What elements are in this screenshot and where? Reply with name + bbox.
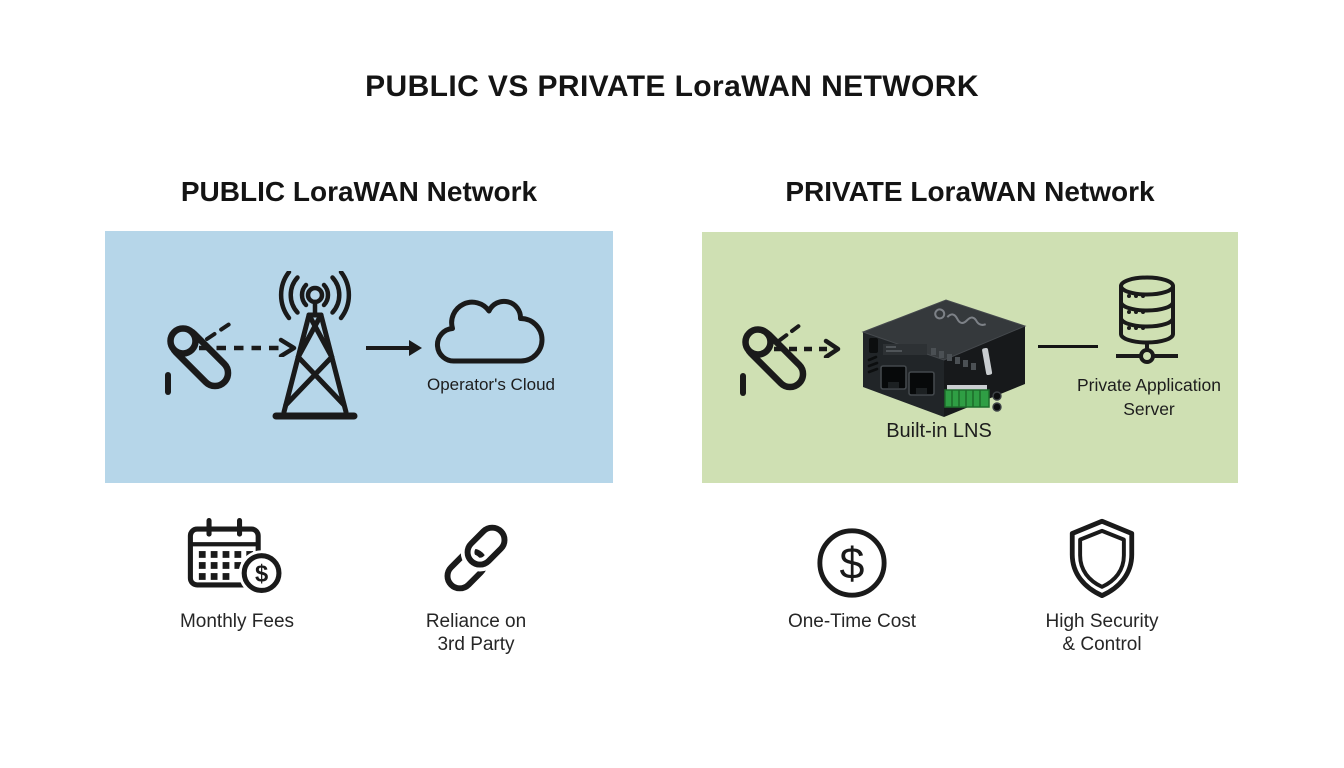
dashed-signal-arrow-icon bbox=[199, 321, 297, 357]
feature-one-time-cost: $ One-Time Cost bbox=[757, 516, 947, 633]
database-server-icon bbox=[1116, 275, 1178, 364]
dashed-signal-arrow-icon bbox=[774, 323, 841, 358]
feature-reliance-3rd-party: Reliance on 3rd Party bbox=[381, 516, 571, 656]
private-network-panel: Built-in LNS Private Appl bbox=[702, 232, 1238, 483]
page-title: PUBLIC VS PRIVATE LoraWAN NETWORK bbox=[365, 70, 979, 103]
dollar-circle-icon: $ bbox=[817, 528, 887, 598]
arrow-right-icon bbox=[366, 340, 422, 356]
cloud-icon bbox=[435, 298, 545, 364]
chain-link-icon bbox=[444, 520, 512, 592]
feature-label: Monthly Fees bbox=[179, 611, 295, 632]
feature-label: High Security & Control bbox=[1045, 611, 1159, 656]
svg-text:$: $ bbox=[255, 562, 268, 588]
sensor-device-icon bbox=[740, 326, 807, 396]
private-heading: PRIVATE LoraWAN Network bbox=[785, 176, 1155, 207]
radio-tower-icon bbox=[272, 271, 358, 420]
feature-label: One-Time Cost bbox=[787, 611, 917, 632]
feature-high-security: High Security & Control bbox=[1007, 516, 1197, 656]
gateway-brand-logo bbox=[934, 308, 987, 326]
feature-monthly-fees: $ Monthly Fees bbox=[142, 516, 332, 633]
operator-cloud-label: Operator's Cloud bbox=[427, 375, 555, 394]
calendar-dollar-icon: $ bbox=[187, 518, 285, 596]
gateway-server-connector bbox=[1038, 345, 1098, 348]
private-application-server-label: Private Application Server bbox=[1077, 375, 1221, 419]
lorawan-gateway-image bbox=[861, 299, 1027, 417]
shield-icon bbox=[1069, 518, 1135, 599]
feature-label: Reliance on 3rd Party bbox=[425, 611, 527, 656]
svg-text:$: $ bbox=[840, 539, 865, 589]
builtin-lns-label: Built-in LNS bbox=[886, 420, 992, 442]
public-heading: PUBLIC LoraWAN Network bbox=[180, 176, 538, 207]
public-network-panel: Operator's Cloud bbox=[105, 231, 613, 483]
sensor-device-icon bbox=[165, 325, 232, 395]
